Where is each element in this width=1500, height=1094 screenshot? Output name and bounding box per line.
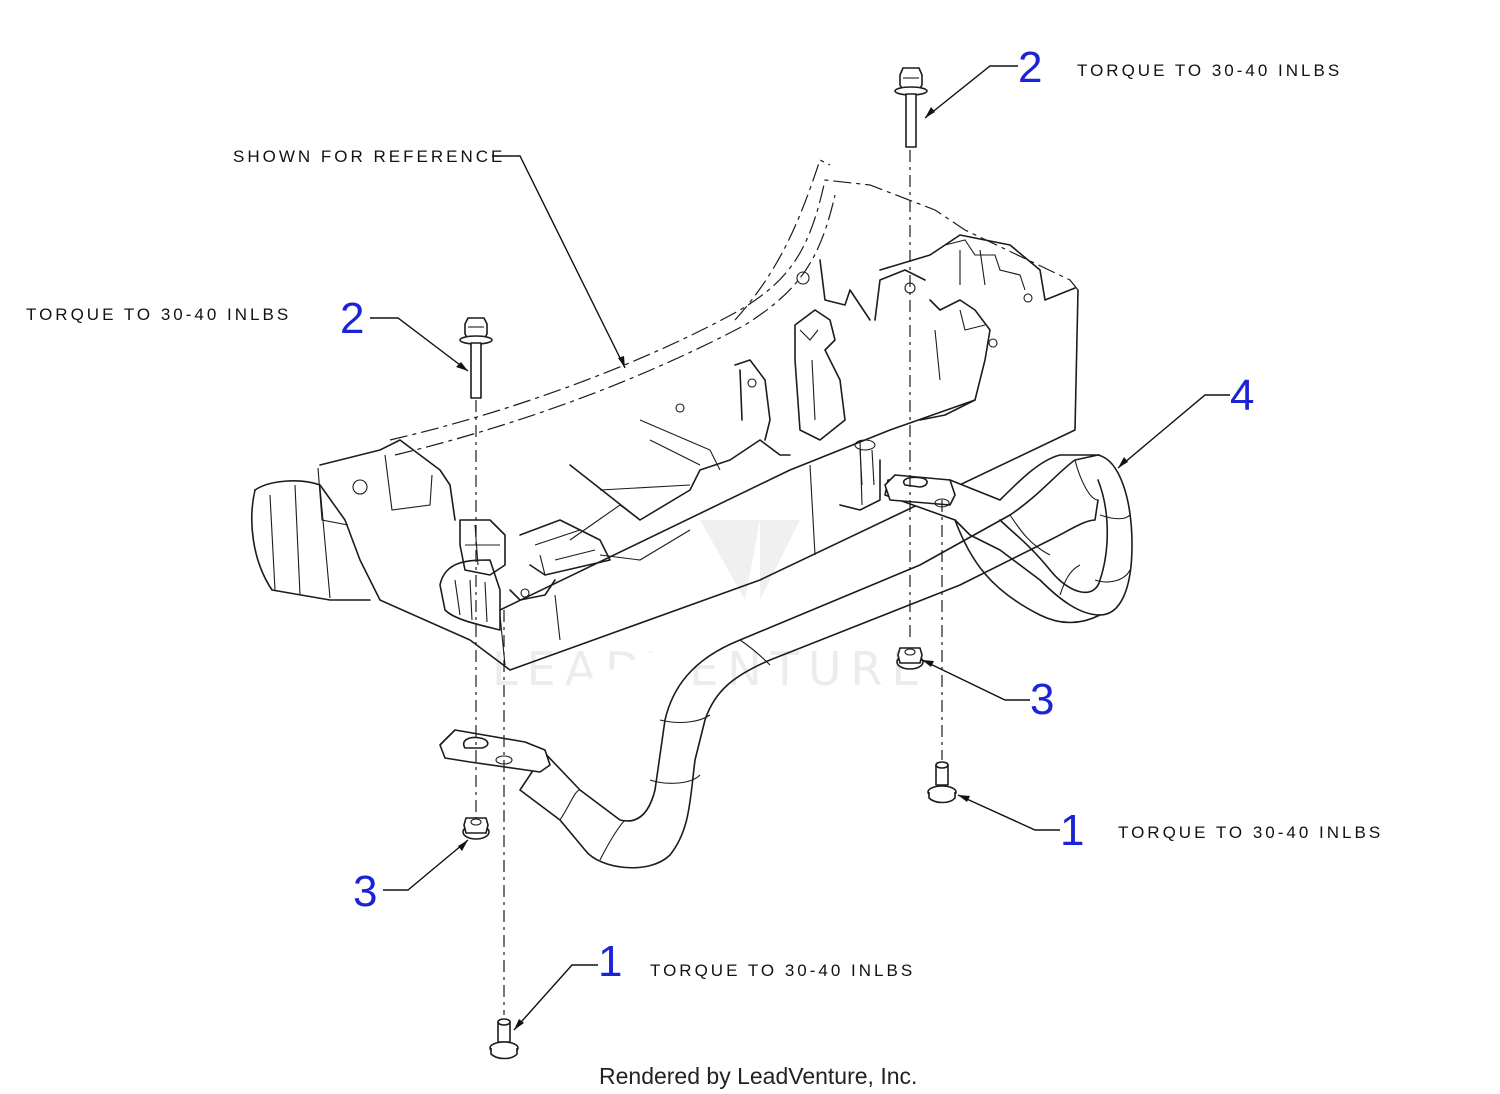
callout-number: 1 — [598, 937, 622, 986]
watermark: LEADVENTURE — [492, 520, 921, 696]
callout-number: 1 — [1060, 806, 1084, 855]
reference-frame — [251, 159, 1079, 671]
assembly-axes — [475, 150, 943, 1015]
callout-number: 2 — [340, 294, 364, 343]
watermark-logo-icon — [700, 520, 800, 600]
torque-note: TORQUE TO 30-40 INLBS — [1118, 823, 1383, 842]
support-bracket — [439, 454, 1133, 869]
bolt-top — [894, 67, 928, 148]
leader-lines — [370, 65, 1230, 1031]
callout-number: 2 — [1018, 43, 1042, 92]
torque-note: TORQUE TO 30-40 INLBS — [650, 961, 915, 980]
nut-right — [896, 647, 924, 670]
torque-note: TORQUE TO 30-40 INLBS — [1077, 61, 1342, 80]
reference-note: SHOWN FOR REFERENCE — [233, 147, 505, 166]
shoulder-bolt-bottom — [489, 1018, 519, 1060]
torque-note: TORQUE TO 30-40 INLBS — [26, 305, 291, 324]
render-credit: Rendered by LeadVenture, Inc. — [599, 1063, 917, 1089]
torque-notes: TORQUE TO 30-40 INLBS TORQUE TO 30-40 IN… — [26, 61, 1383, 980]
callout-number: 3 — [353, 867, 377, 916]
callout-numbers: 2 2 4 3 1 3 1 — [340, 43, 1254, 986]
bolt-left — [459, 317, 493, 399]
callout-number: 4 — [1230, 371, 1254, 420]
callout-number: 3 — [1030, 675, 1054, 724]
nut-left — [462, 817, 490, 840]
shoulder-bolt-right — [927, 761, 957, 804]
